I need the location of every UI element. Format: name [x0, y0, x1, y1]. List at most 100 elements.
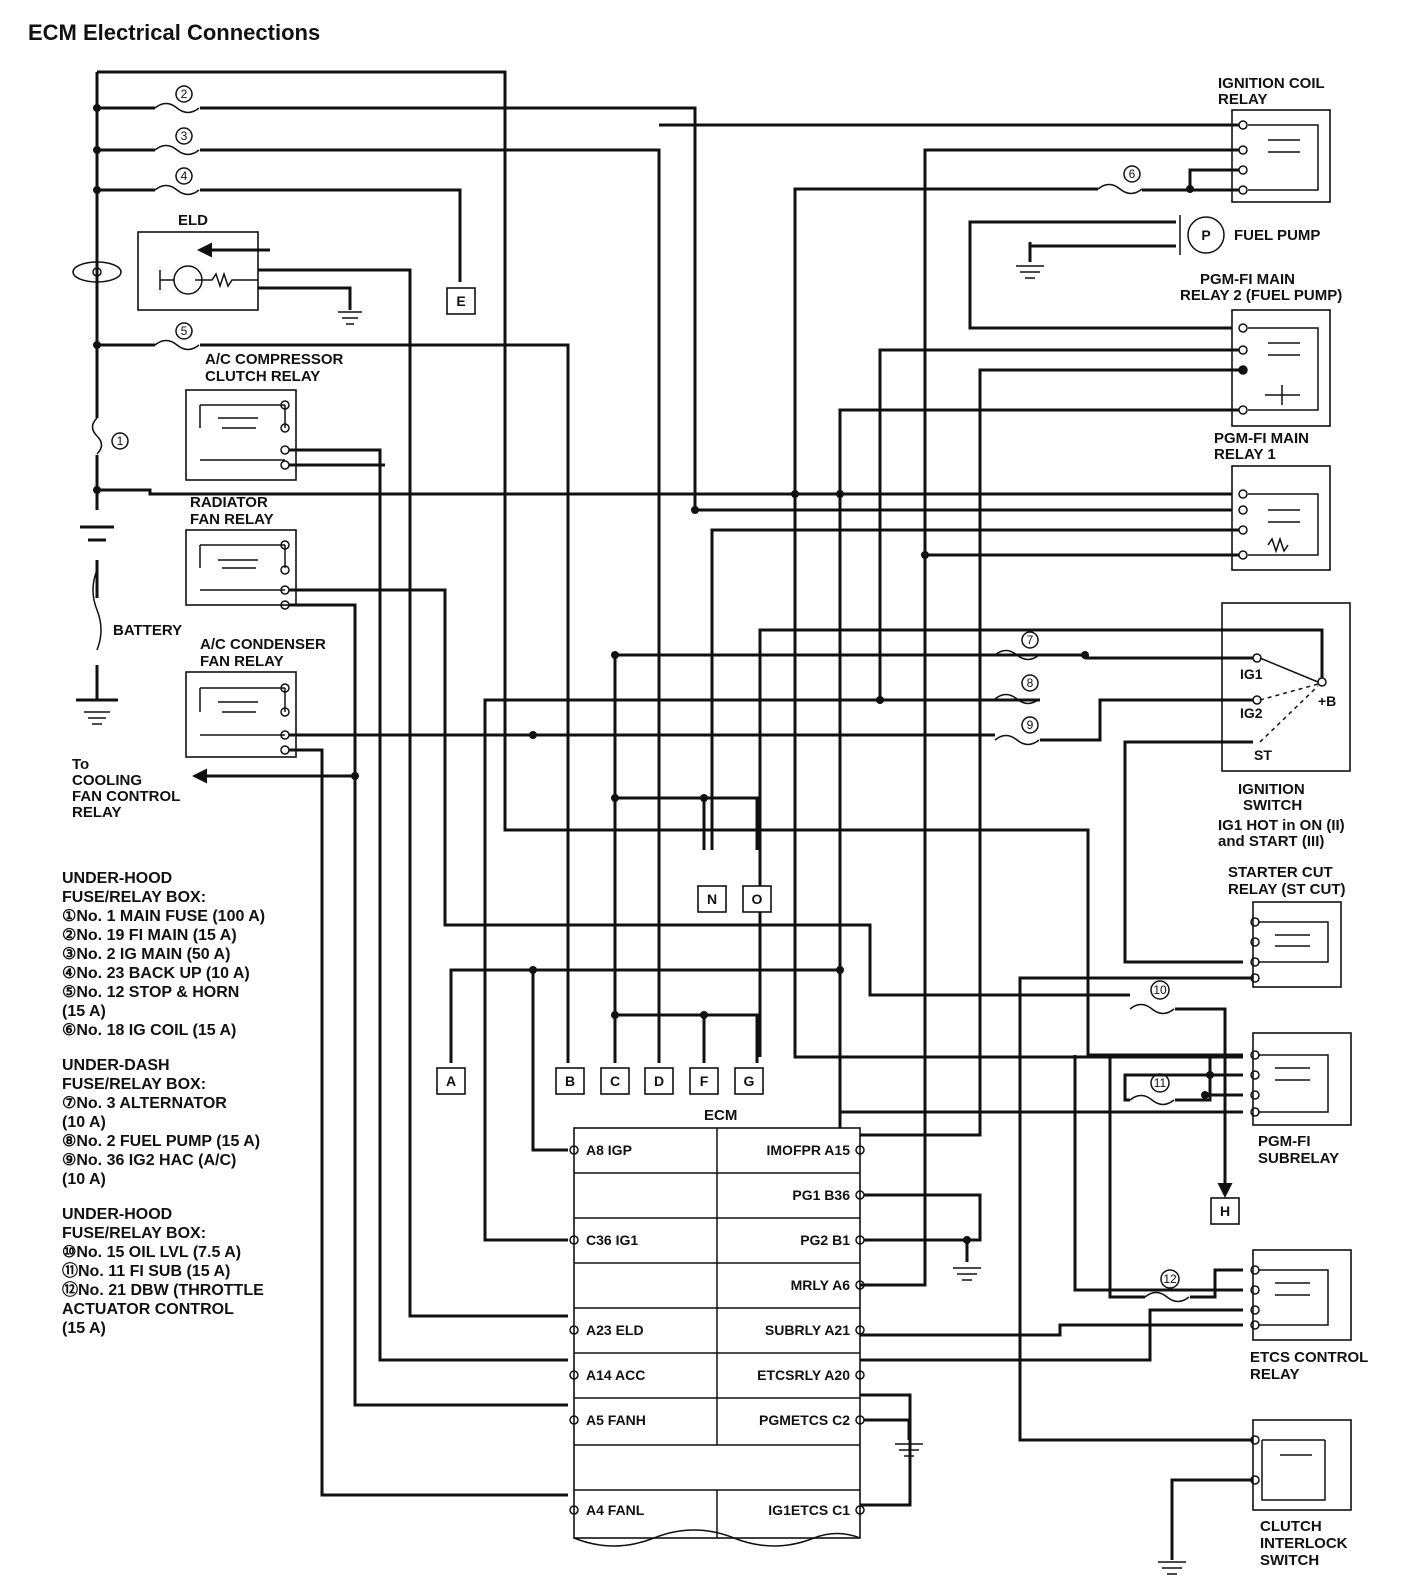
battery-label: BATTERY	[113, 622, 182, 639]
ecm-label: ECM	[704, 1107, 737, 1124]
svg-text:(10 A): (10 A)	[62, 1114, 106, 1131]
svg-text:⑫No. 21 DBW (THROTTLE: ⑫No. 21 DBW (THROTTLE	[62, 1280, 264, 1299]
eld-unit: ELD	[72, 212, 568, 1318]
svg-text:PGM-FI MAIN: PGM-FI MAIN	[1200, 271, 1295, 288]
svg-text:ETCSRLY A20: ETCSRLY A20	[757, 1367, 850, 1383]
svg-text:3: 3	[181, 129, 188, 143]
svg-text:ETCS CONTROL: ETCS CONTROL	[1250, 1349, 1368, 1366]
svg-text:12: 12	[1163, 1272, 1177, 1286]
svg-text:FAN RELAY: FAN RELAY	[190, 511, 274, 528]
svg-text:STARTER CUT: STARTER CUT	[1228, 864, 1333, 881]
svg-text:PGMETCS C2: PGMETCS C2	[759, 1412, 850, 1428]
eld-label: ELD	[178, 212, 208, 229]
svg-text:IMOFPR A15: IMOFPR A15	[767, 1142, 851, 1158]
svg-text:9: 9	[1027, 718, 1034, 732]
svg-text:F: F	[700, 1073, 709, 1089]
svg-text:IG1: IG1	[1240, 666, 1263, 682]
svg-text:②No. 19 FI MAIN (15 A): ②No. 19 FI MAIN (15 A)	[62, 927, 237, 944]
fuse-symbols	[91, 102, 1190, 1303]
fuse-labels: 2 3 4 5 1 6 7 8 9 10 11 12	[111, 85, 1180, 1289]
svg-text:①No. 1 MAIN FUSE (100 A): ①No. 1 MAIN FUSE (100 A)	[62, 908, 265, 925]
etcs-control-relay: ETCS CONTROL RELAY	[1250, 1249, 1368, 1383]
ac-condenser-wires	[192, 733, 995, 1497]
main-bus-wires	[76, 70, 1243, 1063]
pgmfi-main-relay-1: PGM-FI MAIN RELAY 1	[1214, 430, 1331, 571]
svg-text:D: D	[654, 1073, 664, 1089]
pgmfi-subrelay-wires	[840, 1007, 1243, 1198]
svg-text:IGNITION: IGNITION	[1238, 781, 1305, 798]
svg-text:INTERLOCK: INTERLOCK	[1260, 1535, 1348, 1552]
svg-text:B: B	[565, 1073, 575, 1089]
svg-text:ST: ST	[1254, 747, 1272, 763]
svg-text:RELAY: RELAY	[1218, 91, 1267, 108]
svg-text:③No. 2 IG MAIN (50 A): ③No. 2 IG MAIN (50 A)	[62, 946, 230, 963]
svg-text:8: 8	[1027, 676, 1034, 690]
svg-text:A5 FANH: A5 FANH	[586, 1412, 646, 1428]
svg-text:A4 FANL: A4 FANL	[586, 1502, 645, 1518]
svg-text:UNDER-HOOD: UNDER-HOOD	[62, 1206, 172, 1223]
starter-cut-relay: STARTER CUT RELAY (ST CUT)	[1228, 864, 1346, 988]
svg-text:IG1ETCS C1: IG1ETCS C1	[768, 1502, 850, 1518]
svg-text:PGM-FI: PGM-FI	[1258, 1133, 1311, 1150]
svg-text:IGNITION COIL: IGNITION COIL	[1218, 75, 1325, 92]
svg-text:FAN RELAY: FAN RELAY	[200, 653, 284, 670]
svg-text:PG2 B1: PG2 B1	[800, 1232, 850, 1248]
svg-text:To: To	[72, 756, 89, 773]
connector-feed-wires	[449, 798, 840, 1152]
svg-text:UNDER-HOOD: UNDER-HOOD	[62, 870, 172, 887]
svg-text:A8 IGP: A8 IGP	[586, 1142, 632, 1158]
svg-text:⑤No. 12 STOP & HORN: ⑤No. 12 STOP & HORN	[62, 984, 239, 1001]
svg-text:C: C	[610, 1073, 620, 1089]
svg-text:RELAY 2 (FUEL PUMP): RELAY 2 (FUEL PUMP)	[1180, 287, 1342, 304]
svg-text:11: 11	[1154, 1076, 1167, 1090]
svg-text:2: 2	[181, 87, 188, 101]
svg-text:IG1 HOT in ON (II): IG1 HOT in ON (II)	[1218, 817, 1345, 834]
svg-text:FUSE/RELAY BOX:: FUSE/RELAY BOX:	[62, 889, 206, 906]
svg-text:⑦No. 3 ALTERNATOR: ⑦No. 3 ALTERNATOR	[62, 1095, 227, 1112]
svg-text:UNDER-DASH: UNDER-DASH	[62, 1057, 170, 1074]
svg-text:6: 6	[1129, 167, 1136, 181]
svg-text:⑧No. 2 FUEL PUMP (15 A): ⑧No. 2 FUEL PUMP (15 A)	[62, 1133, 260, 1150]
ecm-pins: A8 IGP C36 IG1 A23 ELD A14 ACC A5 FANH A…	[569, 1142, 865, 1518]
diagram-title: ECM Electrical Connections	[28, 20, 320, 45]
ac-compressor-wires	[289, 448, 568, 1362]
svg-text:G: G	[744, 1073, 755, 1089]
svg-text:④No. 23 BACK UP (10 A): ④No. 23 BACK UP (10 A)	[62, 965, 250, 982]
junction-dots	[93, 104, 1247, 1244]
svg-text:SWITCH: SWITCH	[1243, 797, 1302, 814]
svg-text:A23 ELD: A23 ELD	[586, 1322, 644, 1338]
ac-condenser-relay: A/C CONDENSER FAN RELAY	[185, 636, 326, 758]
svg-text:COOLING: COOLING	[72, 772, 142, 789]
etcs-relay-wires	[860, 1055, 1243, 1362]
svg-text:4: 4	[181, 169, 188, 183]
svg-text:A14 ACC: A14 ACC	[586, 1367, 645, 1383]
fuel-pump-symbol: P	[1201, 227, 1210, 243]
svg-text:FAN CONTROL: FAN CONTROL	[72, 788, 180, 805]
pgmfi-main-relay-1-wires	[710, 528, 1239, 850]
radiator-fan-wires	[289, 588, 1130, 1407]
svg-text:MRLY A6: MRLY A6	[791, 1277, 851, 1293]
svg-text:(15 A): (15 A)	[62, 1003, 106, 1020]
svg-text:O: O	[752, 891, 763, 907]
ac-compressor-relay: A/C COMPRESSOR CLUTCH RELAY	[185, 351, 344, 481]
svg-text:RELAY: RELAY	[72, 804, 121, 821]
ignition-coil-relay: IGNITION COIL RELAY	[1218, 75, 1331, 203]
svg-text:CLUTCH RELAY: CLUTCH RELAY	[205, 368, 320, 385]
pgmfi-main-relay-2-wires	[838, 348, 1239, 1507]
svg-text:N: N	[707, 891, 717, 907]
pgmfi-main-relay-2: PGM-FI MAIN RELAY 2 (FUEL PUMP)	[1180, 271, 1342, 427]
svg-text:FUSE/RELAY BOX:: FUSE/RELAY BOX:	[62, 1225, 206, 1242]
svg-text:A/C CONDENSER: A/C CONDENSER	[200, 636, 326, 653]
svg-text:5: 5	[181, 324, 188, 338]
ecm-right-wires	[864, 1193, 982, 1440]
svg-text:H: H	[1220, 1203, 1230, 1219]
clutch-interlock-switch: CLUTCH INTERLOCK SWITCH	[1170, 1419, 1352, 1569]
svg-text:⑪No. 11 FI SUB (15 A): ⑪No. 11 FI SUB (15 A)	[62, 1261, 230, 1280]
svg-text:⑨No. 36 IG2 HAC (A/C): ⑨No. 36 IG2 HAC (A/C)	[62, 1152, 236, 1169]
fuel-pump: P FUEL PUMP	[968, 215, 1320, 330]
svg-text:⑩No. 15 OIL LVL (7.5 A): ⑩No. 15 OIL LVL (7.5 A)	[62, 1244, 241, 1261]
svg-text:PG1 B36: PG1 B36	[792, 1187, 850, 1203]
starter-cut-wires	[1018, 976, 1253, 1442]
svg-text:FUSE/RELAY BOX:: FUSE/RELAY BOX:	[62, 1076, 206, 1093]
svg-text:SWITCH: SWITCH	[1260, 1552, 1319, 1569]
